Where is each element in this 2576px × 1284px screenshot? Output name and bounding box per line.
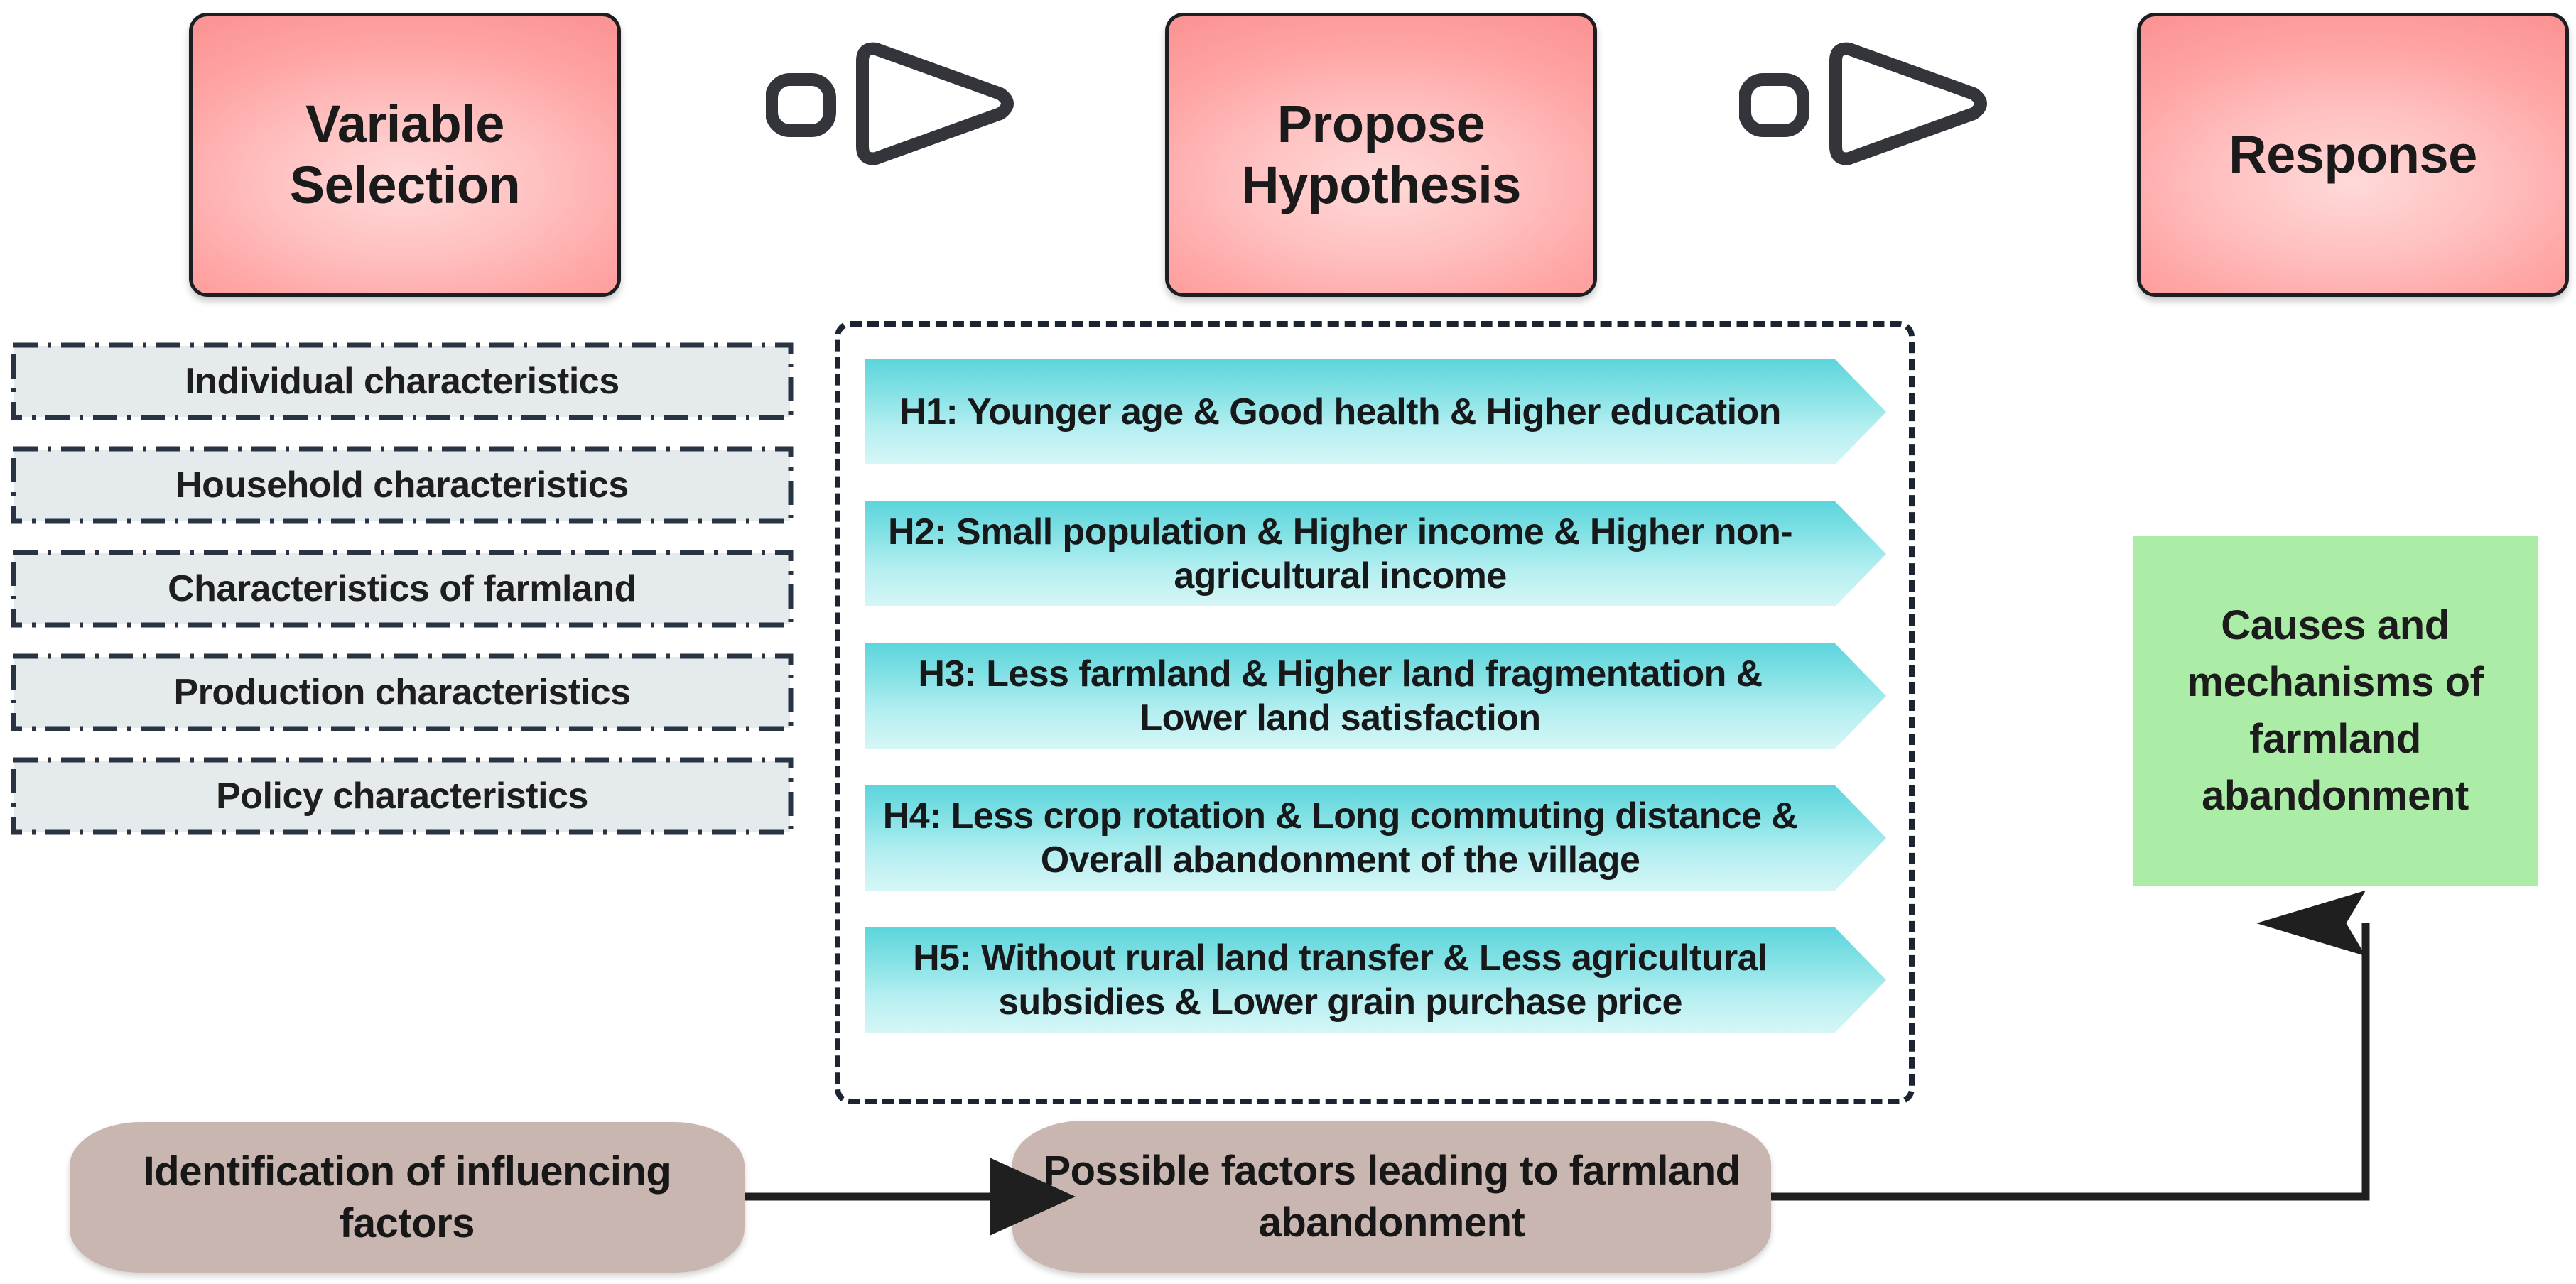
flow-label-possible-factors: Possible factors leading to farmland aba…	[1043, 1147, 1741, 1246]
play-arrow-icon-2	[1738, 40, 2002, 168]
outcome-box-causes-mechanisms: Causes and mechanisms of farmland abando…	[2133, 536, 2538, 886]
stage-box-response: Response	[2137, 13, 2569, 297]
category-box-household[interactable]: Household characteristics	[11, 446, 794, 524]
category-box-production[interactable]: Production characteristics	[11, 653, 794, 731]
hypothesis-group-container	[835, 321, 1915, 1104]
outcome-label: Causes and mechanisms of farmland abando…	[2187, 602, 2484, 820]
stage-box-variable-selection: Variable Selection	[189, 13, 621, 297]
category-box-individual[interactable]: Individual characteristics	[11, 342, 794, 420]
hypothesis-chevron-h2[interactable]: H2: Small population & Higher income & H…	[865, 501, 1886, 606]
hypothesis-chevron-h1[interactable]: H1: Younger age & Good health & Higher e…	[865, 359, 1886, 464]
hypothesis-label-h4: H4: Less crop rotation & Long commuting …	[882, 795, 1798, 881]
category-label-individual: Individual characteristics	[185, 361, 619, 402]
flow-label-identification: Identification of influencing factors	[143, 1148, 671, 1246]
category-label-farmland: Characteristics of farmland	[168, 568, 637, 609]
stage-label-response: Response	[2229, 125, 2477, 185]
stage-label-variable-selection: Variable Selection	[289, 94, 521, 214]
stage-box-propose-hypothesis: Propose Hypothesis	[1165, 13, 1597, 297]
category-box-farmland[interactable]: Characteristics of farmland	[11, 550, 794, 628]
category-label-production: Production characteristics	[173, 672, 632, 713]
hypothesis-label-h1: H1: Younger age & Good health & Higher e…	[899, 391, 1781, 432]
flow-box-identification[interactable]: Identification of influencing factors	[70, 1122, 745, 1273]
hypothesis-chevron-h5[interactable]: H5: Without rural land transfer & Less a…	[865, 927, 1886, 1033]
hypothesis-label-h3: H3: Less farmland & Higher land fragment…	[918, 653, 1763, 739]
category-label-household: Household characteristics	[175, 464, 629, 506]
hypothesis-label-h5: H5: Without rural land transfer & Less a…	[913, 937, 1768, 1023]
category-box-policy[interactable]: Policy characteristics	[11, 757, 794, 835]
hypothesis-label-h2: H2: Small population & Higher income & H…	[888, 511, 1792, 597]
hypothesis-chevron-h4[interactable]: H4: Less crop rotation & Long commuting …	[865, 785, 1886, 891]
play-arrow-icon-1	[765, 40, 1029, 168]
hypothesis-chevron-h3[interactable]: H3: Less farmland & Higher land fragment…	[865, 643, 1886, 749]
stage-label-propose-hypothesis: Propose Hypothesis	[1241, 94, 1521, 214]
flow-box-possible-factors[interactable]: Possible factors leading to farmland aba…	[1012, 1121, 1771, 1273]
category-label-policy: Policy characteristics	[216, 776, 588, 817]
